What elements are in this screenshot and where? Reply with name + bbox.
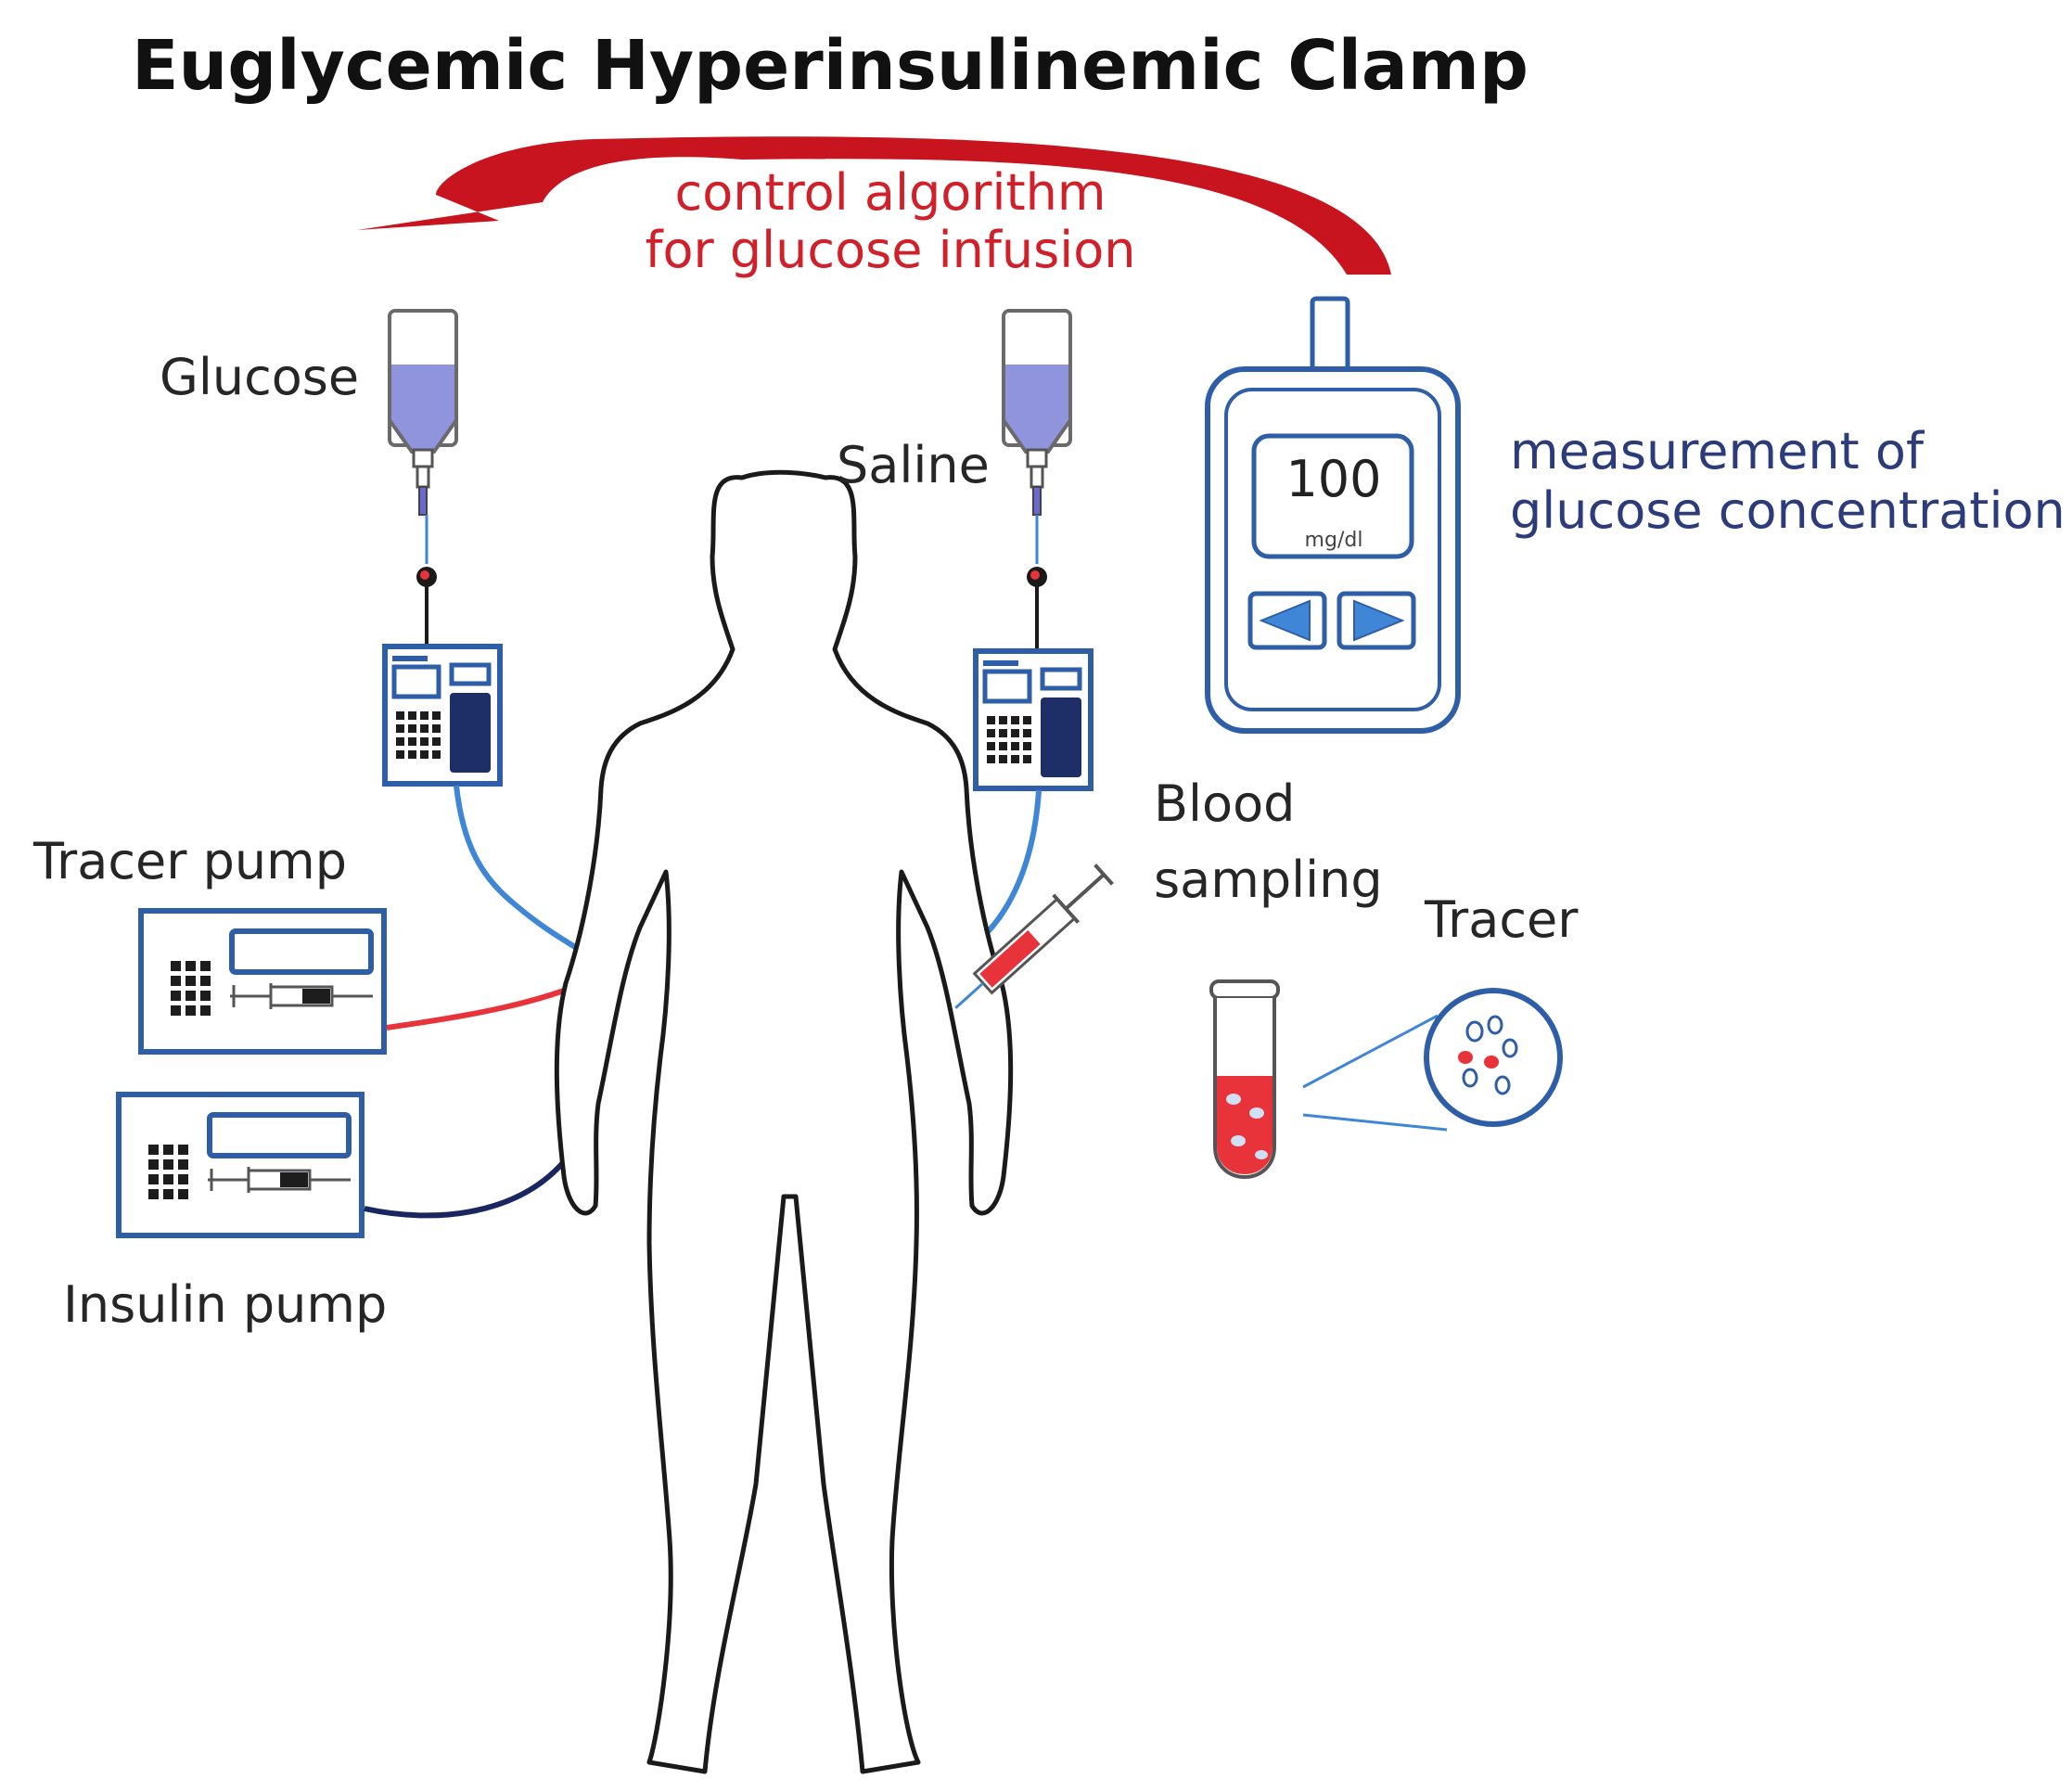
control-label-line2: for glucose infusion: [645, 221, 1136, 279]
tracer-label: Tracer: [1425, 890, 1579, 949]
test-tube-icon: [1209, 979, 1280, 1179]
meter-reading: 100: [1285, 450, 1382, 508]
glucose-meter-icon: [1205, 296, 1461, 734]
saline-label: Saline: [837, 436, 990, 494]
syringe-pump-icon: [141, 911, 384, 1052]
tracer-pump-label: Tracer pump: [33, 832, 348, 890]
iv-bag-icon: [388, 309, 458, 517]
insulin-pump-label: Insulin pump: [63, 1275, 388, 1334]
syringe-icon: [954, 864, 1114, 1009]
infusion-pump-icon: [385, 646, 500, 784]
blood-sampling-label-line2: sampling: [1154, 851, 1383, 909]
diagram-title: Euglycemic Hyperinsulinemic Clamp: [132, 26, 1528, 106]
meter-unit: mg/dl: [1304, 529, 1363, 552]
control-label-line1: control algorithm: [674, 163, 1106, 222]
human-silhouette-icon: [554, 469, 1014, 1774]
iv-bag-icon: [1002, 309, 1072, 517]
infusion-pump-icon: [976, 651, 1091, 788]
measurement-label-line1: measurement of: [1510, 422, 1924, 480]
measurement-label-line2: glucose concentration: [1510, 481, 2066, 540]
syringe-pump-icon: [119, 1094, 362, 1235]
magnifier-circle-icon: [1302, 988, 1563, 1132]
blood-sampling-label-line1: Blood: [1154, 774, 1296, 833]
glucose-label: Glucose: [160, 348, 360, 406]
curved-arrow-icon: [357, 136, 1391, 275]
